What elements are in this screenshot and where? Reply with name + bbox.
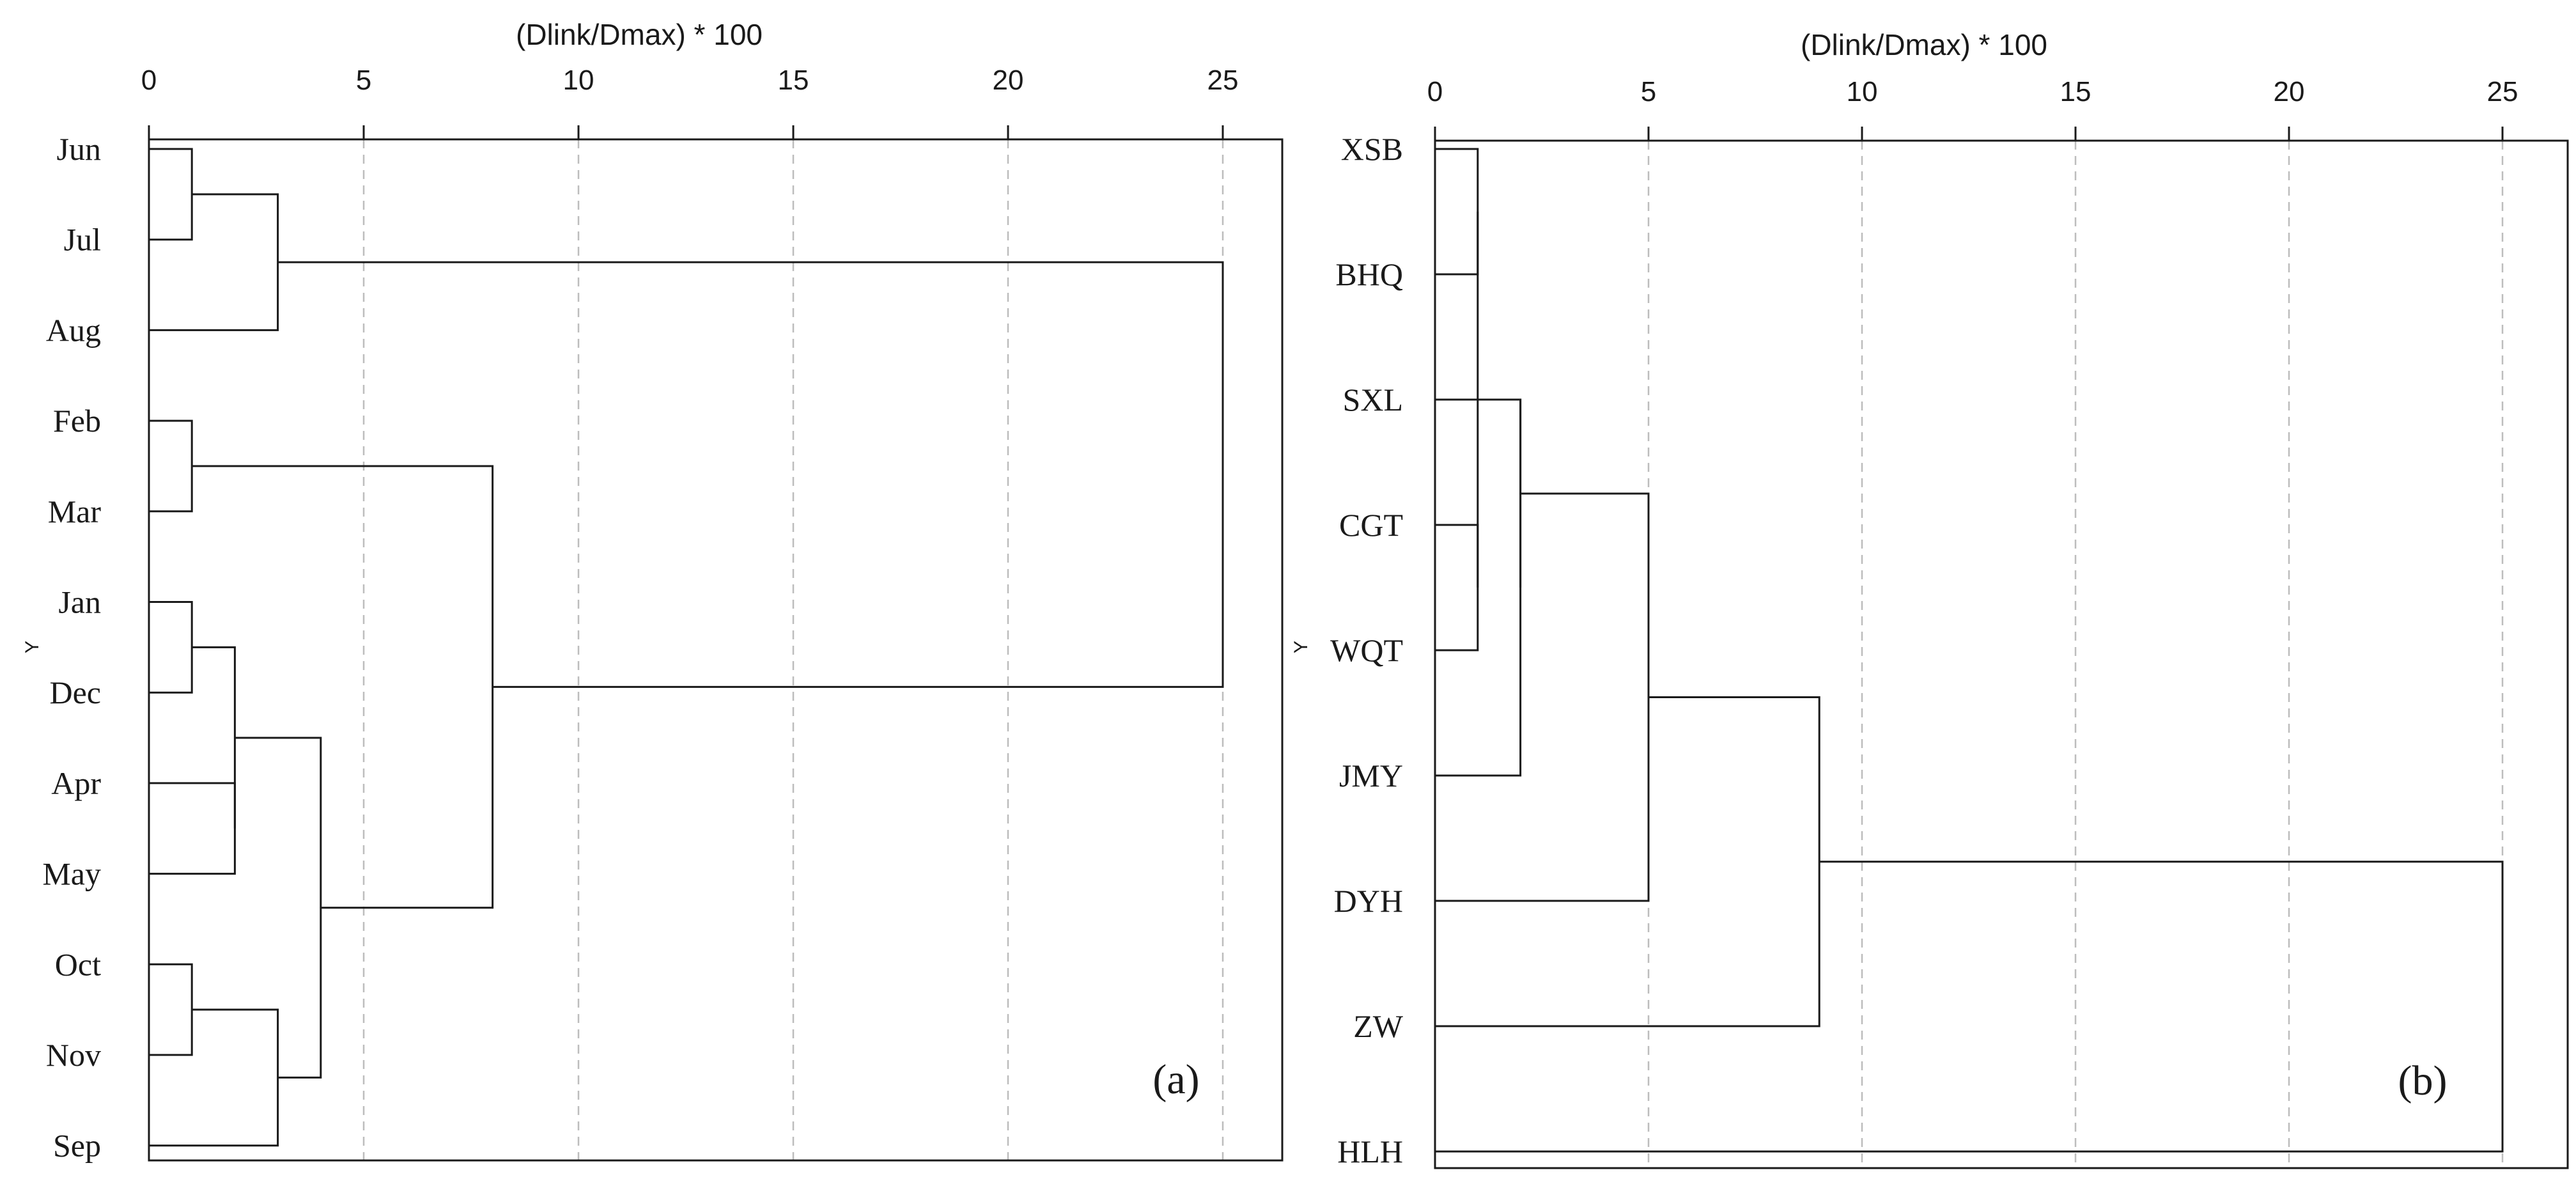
x-ticks-a: 0 5 10 15 20 25 bbox=[141, 65, 1239, 139]
x-axis-title-a: (Dlink/Dmax) * 100 bbox=[516, 18, 763, 51]
leaf-label: Feb bbox=[53, 403, 101, 439]
dendrogram-link bbox=[149, 193, 279, 331]
dendrogram-panel-b: (Dlink/Dmax) * 100 Y 0 5 10 15 20 25 XSB BHQ SX… bbox=[1291, 28, 2569, 1169]
leaf-label: ZW bbox=[1353, 1008, 1404, 1044]
panel-label-b: (b) bbox=[2398, 1057, 2448, 1104]
dendrogram-link bbox=[149, 148, 193, 241]
leaf-label: Jul bbox=[64, 222, 101, 258]
dendrogram-link bbox=[149, 601, 193, 694]
panel-label-a: (a) bbox=[1152, 1056, 1199, 1103]
leaf-label: XSB bbox=[1341, 131, 1403, 167]
x-tick-label: 15 bbox=[2060, 76, 2091, 107]
leaf-label: SXL bbox=[1343, 382, 1403, 417]
dendrogram-link bbox=[192, 646, 236, 829]
leaf-label: JMY bbox=[1339, 758, 1403, 793]
leaf-label: CGT bbox=[1339, 507, 1403, 543]
dendrogram-link bbox=[1435, 696, 1820, 1027]
dendrogram-link bbox=[277, 261, 1224, 688]
leaf-label: Jan bbox=[58, 584, 101, 620]
dendrogram-link bbox=[149, 419, 193, 513]
dendrogram-panel-a: (Dlink/Dmax) * 100 Y 0 5 10 15 20 25 JunJulAu… bbox=[22, 18, 1284, 1164]
x-tick-label: 5 bbox=[356, 65, 371, 96]
dendrogram-link bbox=[1435, 861, 2504, 1153]
leaf-label: Jun bbox=[57, 131, 101, 167]
x-tick-label: 0 bbox=[141, 65, 157, 96]
leaf-label: Mar bbox=[48, 494, 102, 529]
leaf-label: BHQ bbox=[1335, 256, 1403, 292]
dendrogram-link bbox=[149, 1008, 279, 1147]
leaf-label: DYH bbox=[1334, 883, 1403, 919]
leaf-label: May bbox=[42, 856, 101, 892]
x-axis-title-b: (Dlink/Dmax) * 100 bbox=[1801, 28, 2047, 61]
dendrogram-link bbox=[149, 782, 236, 875]
dendrogram-links-a bbox=[149, 148, 1224, 1147]
y-axis-title-a: Y bbox=[22, 641, 43, 653]
x-tick-label: 25 bbox=[2487, 76, 2518, 107]
leaf-label: HLH bbox=[1337, 1134, 1403, 1169]
plot-frame-a bbox=[148, 138, 1284, 1162]
x-tick-label: 5 bbox=[1641, 76, 1656, 107]
leaf-label: Aug bbox=[46, 312, 101, 348]
gridlines-b bbox=[1647, 141, 2504, 1168]
x-tick-label: 0 bbox=[1427, 76, 1443, 107]
dendrogram-link bbox=[1435, 148, 1479, 276]
leaf-label: Nov bbox=[46, 1037, 101, 1073]
dendrogram-link bbox=[192, 465, 494, 909]
x-tick-label: 20 bbox=[2274, 76, 2305, 107]
leaf-labels-b: XSB BHQ SXL CGT WQT JMY DYH ZW HLH bbox=[1330, 131, 1404, 1169]
leaf-label: Apr bbox=[51, 765, 101, 801]
dendrogram-link bbox=[149, 963, 193, 1056]
x-tick-label: 25 bbox=[1207, 65, 1239, 96]
leaf-label: Oct bbox=[55, 946, 101, 982]
x-ticks-b: 0 5 10 15 20 25 bbox=[1427, 76, 2518, 141]
x-tick-label: 20 bbox=[993, 65, 1024, 96]
leaf-label: WQT bbox=[1330, 632, 1403, 668]
plot-frame-b bbox=[1434, 139, 2569, 1169]
dendrogram-link bbox=[1435, 492, 1650, 902]
dendrogram-link bbox=[1435, 524, 1479, 652]
dendrogram-links-b bbox=[1435, 148, 2504, 1153]
leaf-label: Sep bbox=[53, 1128, 101, 1164]
dendrogram-link bbox=[1477, 398, 1522, 588]
y-axis-title-b: Y bbox=[1291, 641, 1312, 653]
x-tick-label: 10 bbox=[1847, 76, 1878, 107]
leaf-label: Dec bbox=[50, 675, 102, 710]
x-tick-label: 15 bbox=[778, 65, 809, 96]
x-tick-label: 10 bbox=[563, 65, 594, 96]
